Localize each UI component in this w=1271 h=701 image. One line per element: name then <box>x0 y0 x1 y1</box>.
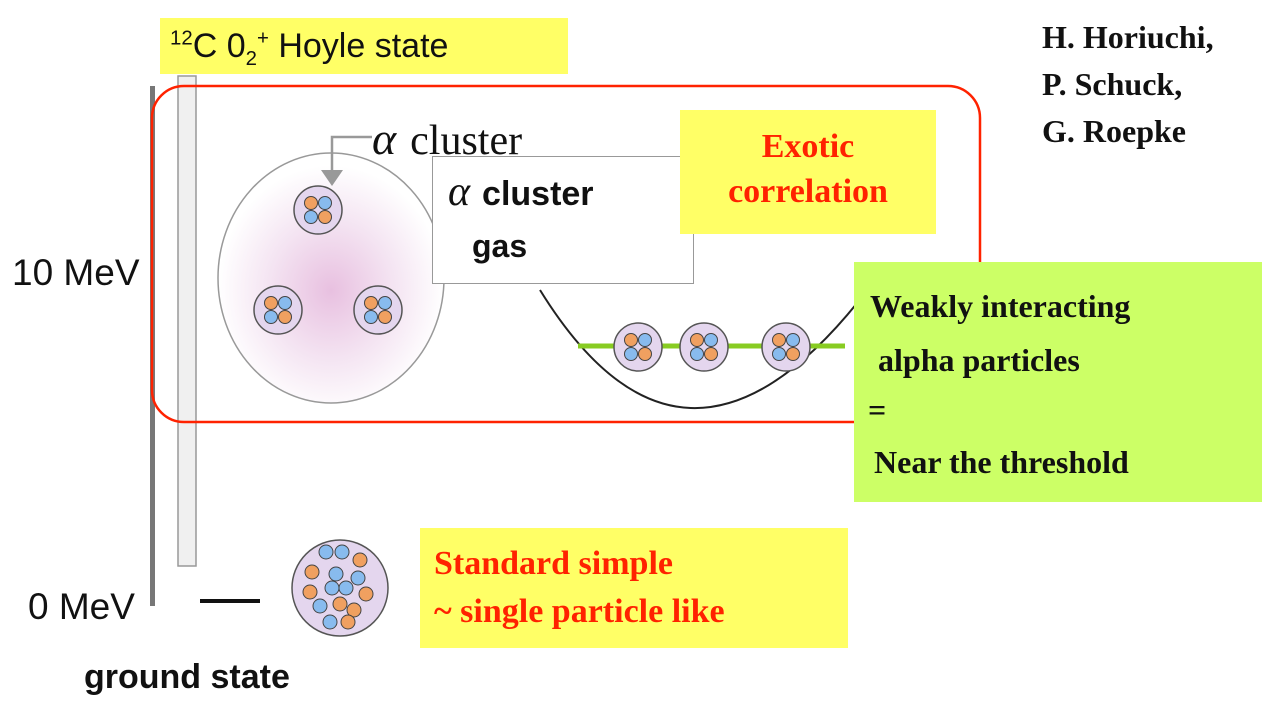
standard-line2: ~ single particle like <box>434 593 725 630</box>
nucleon <box>378 296 392 310</box>
alpha-particle <box>613 322 663 372</box>
exotic-region-frame <box>150 84 982 424</box>
nucleon <box>264 310 278 324</box>
nucleon <box>334 544 350 560</box>
nucleon <box>340 614 356 630</box>
alpha-particle <box>679 322 729 372</box>
nucleon <box>690 347 704 361</box>
nucleon <box>772 347 786 361</box>
nucleon <box>322 614 338 630</box>
nucleon <box>350 570 366 586</box>
alpha-particle-shell <box>253 285 303 335</box>
state-name: Hoyle state <box>278 27 449 65</box>
weakly-line2: alpha particles <box>878 342 1080 378</box>
nucleon <box>304 196 318 210</box>
nucleon <box>302 584 318 600</box>
alpha-particle-shell <box>679 322 729 372</box>
nucleon <box>364 310 378 324</box>
cluster-gas-cluster: cluster <box>482 175 594 213</box>
ground-level-line <box>200 599 260 603</box>
nucleon <box>638 347 652 361</box>
alpha-particle <box>253 285 303 335</box>
alpha-particle-shell <box>293 185 343 235</box>
author-name: H. Horiuchi, <box>1042 19 1214 55</box>
nucleon <box>704 333 718 347</box>
alpha-particle-shell <box>353 285 403 335</box>
nucleon <box>278 296 292 310</box>
energy-label-10-mev: 10 MeV <box>12 252 140 293</box>
ground-state-label: ground state <box>84 658 290 696</box>
alpha-particle <box>353 285 403 335</box>
hoyle-state-title: 12C 02+ Hoyle state <box>160 18 568 74</box>
nucleon <box>328 566 344 582</box>
nucleon <box>304 564 320 580</box>
exotic-correlation-note: Exotic correlation <box>680 110 936 234</box>
exotic-line2: correlation <box>728 173 888 210</box>
nucleon <box>364 296 378 310</box>
cluster-gas-line2: gas <box>472 228 528 264</box>
nucleon <box>786 347 800 361</box>
pointer-arrowhead <box>321 170 343 186</box>
cluster-gas-line1: α cluster <box>448 168 594 216</box>
state-number: 0 <box>226 27 246 65</box>
alpha-particle-shell <box>761 322 811 372</box>
hoyle-level-bar <box>177 75 197 567</box>
state-parity: + <box>256 27 269 50</box>
alpha-particle <box>761 322 811 372</box>
state-subscript: 2 <box>245 47 257 70</box>
alpha-particle <box>293 185 343 235</box>
ground-state-nucleus <box>291 539 389 637</box>
nucleon <box>318 210 332 224</box>
nucleon <box>624 347 638 361</box>
nucleon <box>346 602 362 618</box>
nucleon <box>378 310 392 324</box>
nucleon <box>318 544 334 560</box>
author-name: P. Schuck, <box>1042 66 1183 102</box>
nucleon <box>624 333 638 347</box>
nucleon <box>278 310 292 324</box>
alpha-symbol: α <box>372 113 397 164</box>
alpha-particle-shell <box>613 322 663 372</box>
energy-label-0-mev: 0 MeV <box>28 586 135 627</box>
weakly-line3: = <box>868 392 887 428</box>
nucleon <box>318 196 332 210</box>
nucleon <box>704 347 718 361</box>
nucleon <box>304 210 318 224</box>
author-list: H. Horiuchi, P. Schuck, G. Roepke <box>1042 14 1214 155</box>
standard-simple-note: Standard simple ~ single particle like <box>420 528 848 648</box>
weakly-line1: Weakly interacting <box>870 288 1131 324</box>
alpha-symbol: α <box>448 169 471 215</box>
nucleon <box>264 296 278 310</box>
mass-number: 12 <box>170 27 193 50</box>
nucleon <box>772 333 786 347</box>
nucleon <box>690 333 704 347</box>
nucleon <box>638 333 652 347</box>
nucleon <box>786 333 800 347</box>
exotic-line1: Exotic <box>761 128 855 165</box>
author-name: G. Roepke <box>1042 113 1186 149</box>
standard-line1: Standard simple <box>434 545 673 582</box>
nucleon <box>332 596 348 612</box>
nucleon <box>324 580 340 596</box>
nucleon <box>312 598 328 614</box>
element-symbol: C <box>192 27 218 65</box>
nucleon <box>352 552 368 568</box>
alpha-cluster-pointer <box>330 135 372 172</box>
weakly-interacting-note: Weakly interacting alpha particles = Nea… <box>854 262 1262 502</box>
nucleon <box>358 586 374 602</box>
weakly-line4: Near the threshold <box>874 444 1129 480</box>
nucleon <box>338 580 354 596</box>
cluster-gas-box <box>432 156 694 284</box>
